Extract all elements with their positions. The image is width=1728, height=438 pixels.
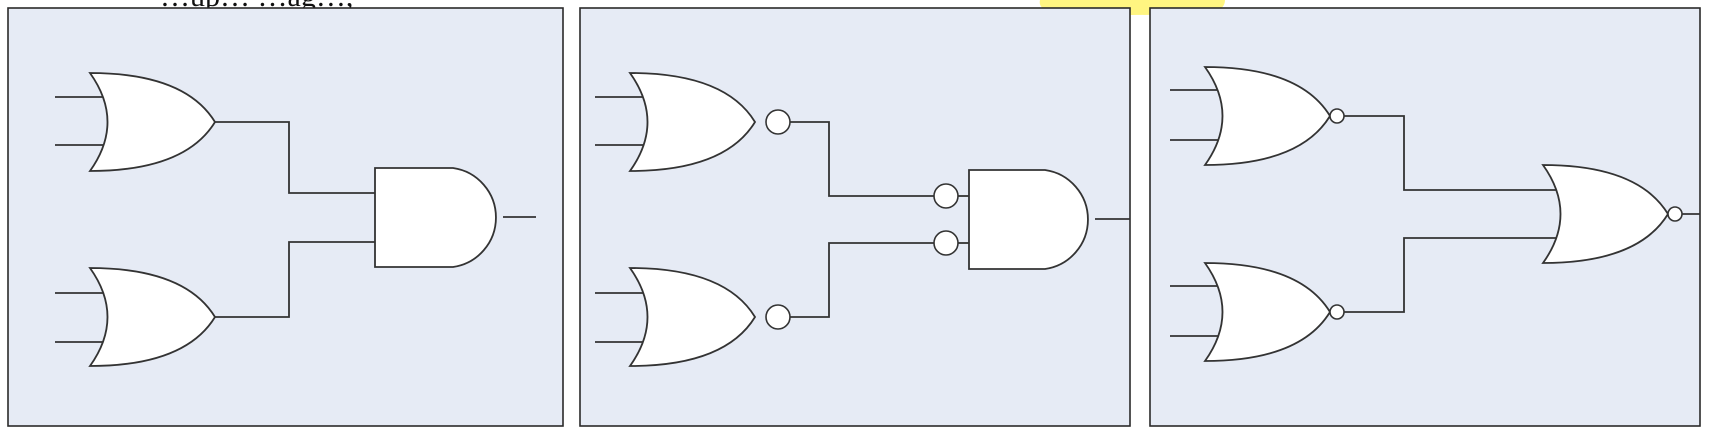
- or-gate-symbol: [88, 72, 217, 172]
- or-gate-symbol: [628, 267, 757, 367]
- panel-3-upper-nor-gate: [1170, 66, 1556, 191]
- panel-1-upper-or-gate: [55, 72, 375, 194]
- panel-1: [7, 7, 564, 427]
- connecting-wire: [790, 242, 934, 318]
- or-gate-symbol: [1203, 66, 1332, 166]
- inversion-bubble: [933, 183, 959, 209]
- panel-1-lower-or-gate: [55, 241, 375, 367]
- connecting-wire: [215, 121, 375, 194]
- panel-1-and-gate: [374, 167, 536, 268]
- inversion-bubble: [1667, 206, 1683, 222]
- connecting-wire: [1344, 115, 1556, 191]
- connecting-wire: [1344, 237, 1556, 313]
- inversion-bubble: [765, 109, 791, 135]
- panel-2-upper-nor-gate: [595, 72, 969, 209]
- or-gate-symbol: [1541, 164, 1670, 264]
- panel-3-lower-nor-gate: [1170, 237, 1556, 362]
- inversion-bubble: [933, 230, 959, 256]
- panel-2-and-gate: [968, 169, 1130, 270]
- inversion-bubble: [765, 304, 791, 330]
- panel-3: [1149, 7, 1701, 427]
- or-gate-symbol: [1203, 262, 1332, 362]
- inversion-bubble: [1329, 108, 1345, 124]
- or-gate-symbol: [628, 72, 757, 172]
- panel-2-lower-nor-gate: [595, 230, 969, 367]
- panel-2: [579, 7, 1131, 427]
- panel-3-output-nor-gate: [1541, 164, 1700, 264]
- connecting-wire: [790, 121, 934, 197]
- and-gate-symbol: [968, 169, 1089, 270]
- connecting-wire: [215, 241, 375, 318]
- inversion-bubble: [1329, 304, 1345, 320]
- or-gate-symbol: [88, 267, 217, 367]
- and-gate-symbol: [374, 167, 497, 268]
